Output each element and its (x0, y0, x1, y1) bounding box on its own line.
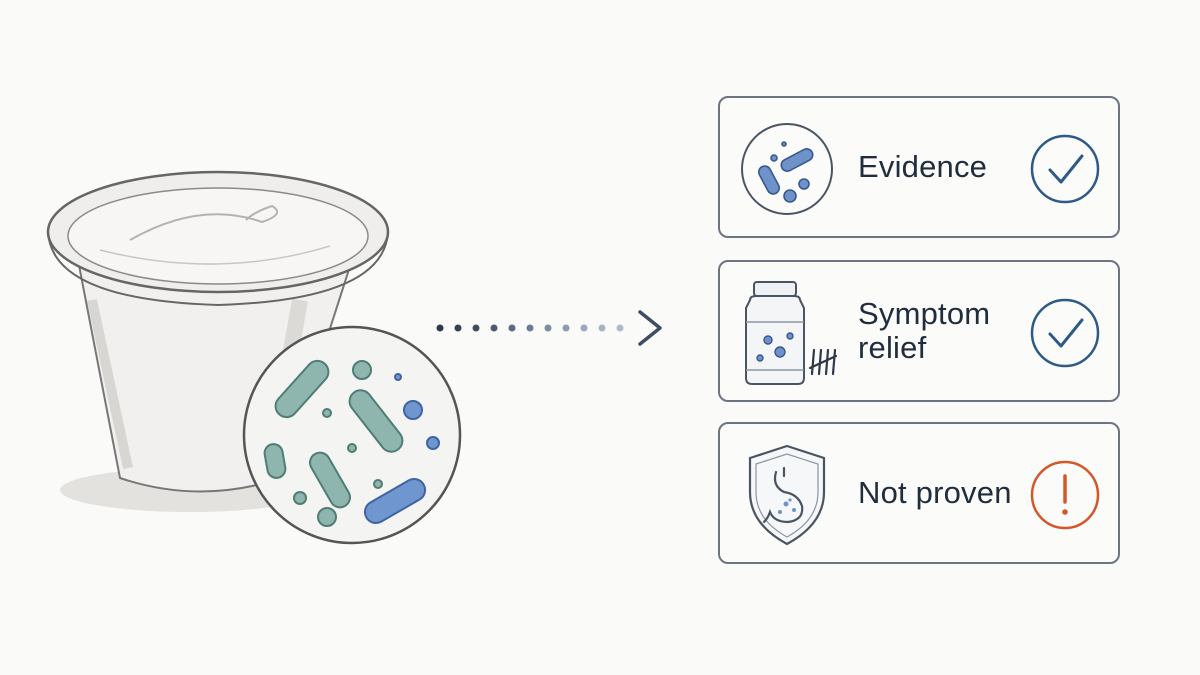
symptom-relief-label: Symptom relief (858, 296, 991, 365)
check-circle-icon (1030, 134, 1100, 204)
bacteria-magnifier-icon (242, 325, 462, 545)
yogurt-illustration (46, 170, 662, 545)
warning-circle-icon (1030, 460, 1100, 530)
supplement-jar-icon (745, 281, 838, 385)
dotted-arrow (436, 310, 662, 346)
arrow-head-icon (638, 310, 662, 346)
not-proven-label: Not proven (858, 475, 1012, 510)
symptom-relief-card: Symptom relief (718, 260, 1120, 402)
bacteria-circle-icon (741, 123, 833, 215)
evidence-card: Evidence (718, 96, 1120, 238)
evidence-label: Evidence (858, 149, 988, 184)
not-proven-card: Not proven (718, 422, 1120, 564)
stomach-shield-icon (748, 444, 826, 546)
check-circle-icon (1030, 298, 1100, 368)
